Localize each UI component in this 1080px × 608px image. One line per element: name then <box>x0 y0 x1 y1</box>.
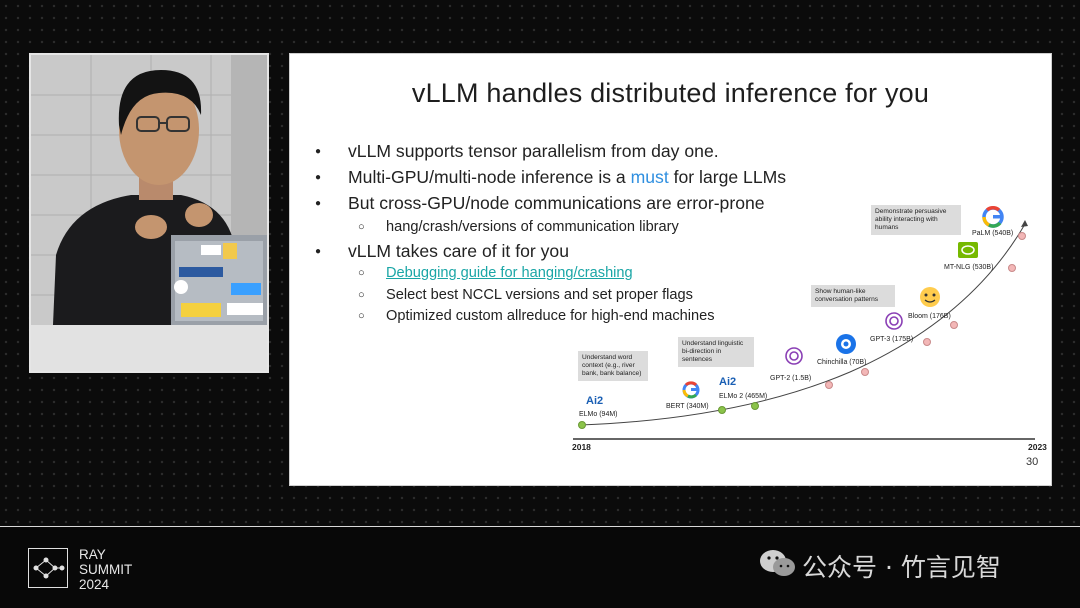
speaker-illustration <box>31 55 267 371</box>
annotation-conversation: Show human-like conversation patterns <box>811 285 895 307</box>
nvidia-logo-icon <box>958 242 978 258</box>
sub-bullet-2[interactable]: Debugging guide for hanging/crashing <box>358 265 633 281</box>
model-label-mtnlg: MT-NLG (530B) <box>944 264 994 271</box>
ai2-logo: Ai2 <box>719 376 737 388</box>
bullet-1: vLLM supports tensor parallelism from da… <box>315 141 719 162</box>
footer-bar <box>0 527 1080 608</box>
deepmind-logo-icon <box>836 334 856 354</box>
debugging-guide-link: Debugging guide for hanging/crashing <box>386 265 633 281</box>
ai2-logo: Ai2 <box>586 395 604 407</box>
speaker-video <box>29 53 269 373</box>
presentation-slide: vLLM handles distributed inference for y… <box>289 53 1052 486</box>
sub-bullet-4: Optimized custom allreduce for high-end … <box>358 308 715 324</box>
sub-bullet-1: hang/crash/versions of communication lib… <box>358 219 679 235</box>
slide-title: vLLM handles distributed inference for y… <box>411 78 930 108</box>
bullet-2: Multi-GPU/multi-node inference is a must… <box>315 167 786 188</box>
ray-summit-logo-icon <box>28 548 68 588</box>
annotation-word-context: Understand word context (e.g., river ban… <box>578 351 648 381</box>
page-number: 30 <box>1026 456 1039 468</box>
model-label-elmo: ELMo (94M) <box>579 411 618 418</box>
openai-logo-icon <box>785 312 903 365</box>
annotation-persuasive: Demonstrate persuasive ability interacti… <box>871 205 961 235</box>
must-highlight: must <box>630 167 669 187</box>
model-label-elmo2: ELMo 2 (465M) <box>719 393 768 400</box>
watermark-text: 公众号 · 竹言见智 <box>802 553 1001 582</box>
divider <box>0 526 1080 527</box>
google-logo-icon <box>982 205 1004 228</box>
event-name: RAY SUMMIT 2024 <box>79 547 133 592</box>
model-label-chinchilla: Chinchilla (70B) <box>817 359 867 366</box>
model-label-bloom: Bloom (176B) <box>908 313 951 320</box>
bullet-3: But cross-GPU/node communications are er… <box>315 193 765 214</box>
year-end: 2023 <box>1028 442 1047 452</box>
annotation-bidirection: Understand linguistic bi-direction in se… <box>678 337 754 367</box>
wechat-icon <box>760 550 795 576</box>
model-label-gpt3: GPT-3 (175B) <box>870 336 914 343</box>
year-start: 2018 <box>572 442 591 452</box>
model-label-palm: PaLM (540B) <box>972 230 1014 237</box>
model-growth-timeline <box>573 205 1035 440</box>
huggingface-logo-icon <box>920 287 940 307</box>
google-logo-icon <box>682 381 700 399</box>
bullet-4: vLLM takes care of it for you <box>315 241 569 262</box>
model-label-bert: BERT (340M) <box>666 403 709 410</box>
model-label-gpt2: GPT-2 (1.5B) <box>770 375 812 382</box>
sub-bullet-3: Select best NCCL versions and set proper… <box>358 287 693 303</box>
